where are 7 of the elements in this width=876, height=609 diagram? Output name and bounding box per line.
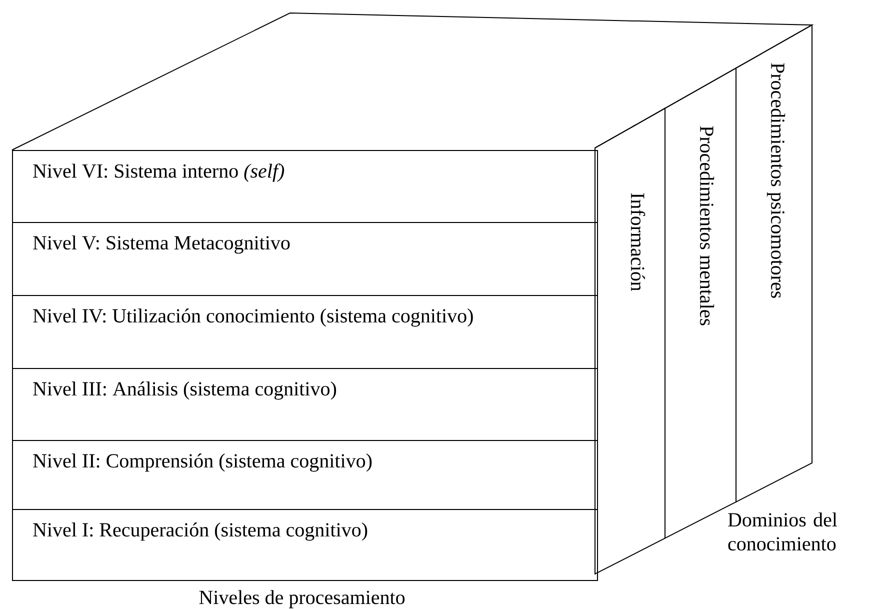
level-row: Nivel I: Recuperación (sistema cognitivo) — [12, 509, 598, 581]
level-row: Nivel III: Análisis (sistema cognitivo) — [12, 368, 598, 441]
level-row: Nivel IV: Utilización conocimiento (sistema cognitivo) — [12, 295, 598, 369]
level-row: Nivel VI: Sistema interno (self) — [12, 150, 598, 223]
axis-label: Dominios del conocimiento — [728, 512, 838, 551]
level-row: Nivel II: Comprensión (sistema cognitivo) — [12, 440, 598, 510]
level-row: Nivel V: Sistema Metacognitivo — [12, 222, 598, 296]
